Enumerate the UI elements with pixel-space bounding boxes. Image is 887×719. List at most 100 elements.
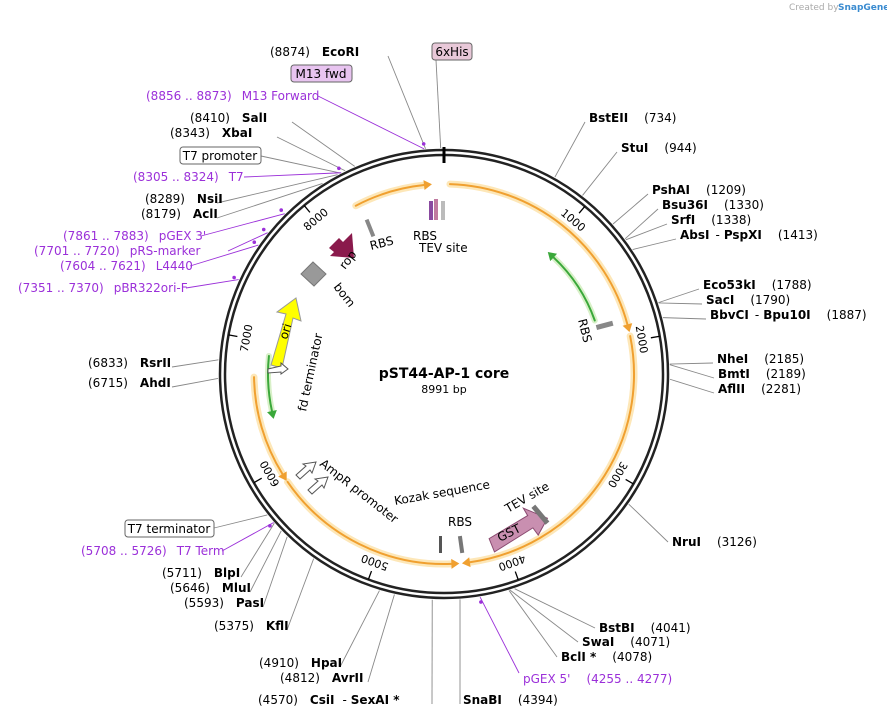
bmti-name: BmtI	[718, 367, 750, 381]
leader-bsteii	[554, 121, 586, 178]
aflii-position: (2281)	[761, 382, 801, 396]
svg-text:SacI(1790): SacI (1790)	[706, 293, 790, 307]
absi-separator: -	[715, 228, 719, 242]
t7-terminator-box	[124, 519, 215, 538]
6xhis-label: 6xHis	[435, 45, 468, 59]
leader-xbai	[276, 136, 346, 172]
leader-eco53ki	[658, 288, 700, 304]
primer-labels: (8856 .. 8873)M13 Forward (8305 .. 8324)…	[18, 89, 672, 686]
leader-avrii	[367, 594, 395, 683]
leader-swai	[509, 589, 579, 643]
label-t7-promoter[interactable]: T7 promoter	[179, 146, 262, 165]
leader-bmti	[669, 364, 715, 379]
saci-position: (1790)	[750, 293, 790, 307]
mlui-position: (5646)	[170, 581, 210, 595]
svg-text:AbsI-PspXI(1413): AbsI-PspXI(1413)	[680, 228, 818, 242]
pgex5-name: pGEX 5'	[523, 672, 570, 686]
hpai-position: (4910)	[259, 656, 299, 670]
primer-site-m13-forward	[421, 142, 426, 146]
blpi-position: (5711)	[162, 566, 202, 580]
orf-3-head	[451, 558, 460, 569]
stui-name: StuI	[621, 141, 648, 155]
leader-ecori	[387, 55, 426, 149]
svg-text:(5646)MluI: (5646) MluI	[170, 581, 251, 595]
bsteii-name: BstEII	[589, 111, 628, 125]
label-t7-terminator[interactable]: T7 terminator	[124, 519, 215, 538]
label-6xhis[interactable]: 6xHis	[431, 42, 473, 61]
svg-text:Bsu36I(1330): Bsu36I(1330)	[662, 198, 764, 212]
primer-site-prs-marker	[261, 227, 266, 232]
primer-leader-prs-marker	[227, 232, 268, 252]
feature-bom[interactable]: bom	[300, 261, 358, 310]
svg-text:(8874)EcoRI: (8874)EcoRI	[270, 45, 359, 59]
green-orf-1-glow	[550, 254, 598, 324]
l4440-range: (7604 .. 7621)	[60, 259, 146, 273]
ampr-promoter-arrow-1	[295, 461, 317, 480]
rsrii-position: (6833)	[88, 356, 128, 370]
rbs-top-label: RBS	[413, 229, 437, 243]
bbvci-name: BbvCI	[710, 308, 749, 322]
pgex3-name: pGEX 3'	[159, 229, 206, 243]
absi-position: (1413)	[778, 228, 818, 242]
rbs-top-left-box	[364, 218, 376, 238]
feature-rbs-right[interactable]: RBS	[575, 317, 614, 344]
plasmid-name: pST44-AP-1 core	[379, 366, 510, 382]
rbs-lower-label: RBS	[448, 515, 472, 529]
leader-pasi	[262, 536, 288, 608]
bpu10i-name: Bpu10I	[763, 308, 810, 322]
gst-arrow	[488, 507, 549, 553]
t7-range: (8305 .. 8324)	[133, 170, 219, 184]
tick-label-8000: 8000	[301, 206, 331, 234]
feature-ampr-promoter[interactable]: AmpR promoter	[295, 456, 401, 526]
feature-his-tev-cluster[interactable]: RBS TEV site	[413, 199, 468, 255]
green-orf-1-head	[547, 251, 558, 262]
csii-name: CsiI	[310, 693, 335, 707]
bcli-name: BclI *	[561, 650, 597, 664]
mlui-name: MluI	[222, 581, 251, 595]
m13-fwd-box	[290, 64, 353, 83]
eco53ki-name: Eco53kI	[703, 278, 756, 292]
eco53ki-position: (1788)	[772, 278, 812, 292]
primer-site-t7-term	[268, 524, 272, 528]
nhei-name: NheI	[717, 352, 748, 366]
orf-5-glow	[352, 181, 428, 210]
orf-5-head	[423, 180, 432, 191]
orf-arcs	[250, 180, 638, 569]
saci-name: SacI	[706, 293, 734, 307]
prs-marker-name: pRS-marker	[130, 244, 201, 258]
snabi-name: SnaBI	[463, 693, 502, 707]
label-m13-fwd[interactable]: M13 fwd	[290, 64, 353, 83]
bbvci-position: (1887)	[827, 308, 867, 322]
fd-terminator-label: fd terminator	[295, 332, 325, 413]
primer-leader-pgex5	[479, 596, 520, 674]
svg-text:(5708 .. 5726)T7 Term: (5708 .. 5726)T7 Term	[81, 544, 225, 558]
tick-mark-1000	[578, 205, 586, 214]
feature-fd-terminator[interactable]: fd terminator	[267, 332, 325, 413]
feature-rop[interactable]: rop	[329, 233, 359, 272]
svg-text:(8343)XbaI: (8343)XbaI	[170, 126, 252, 140]
svg-text:(4570)CsiI-SexAI *: (4570)CsiI-SexAI *	[258, 693, 400, 707]
feature-kozak[interactable]: Kozak sequence	[393, 477, 491, 553]
pshai-position: (1209)	[706, 183, 746, 197]
feature-ori[interactable]: ori	[270, 297, 302, 369]
rbs-top-left-label: RBS	[368, 234, 395, 253]
svg-text:AflII(2281): AflII(2281)	[718, 382, 801, 396]
pshai-name: PshAI	[652, 183, 690, 197]
feature-rbs-top-left[interactable]: RBS	[364, 218, 395, 253]
primer-site-t7	[337, 166, 341, 171]
primer-site-l4440	[252, 240, 257, 245]
svg-text:(4812)AvrII: (4812)AvrII	[280, 671, 363, 685]
bstbi-name: BstBI	[599, 621, 635, 635]
m13-forward-name: M13 Forward	[242, 89, 320, 103]
feature-rbs-lower[interactable]: RBS	[448, 515, 472, 554]
svg-text:(7701 .. 7720)pRS-marker: (7701 .. 7720)pRS-marker	[34, 244, 200, 258]
leader-ahdi	[171, 378, 219, 388]
ori-label: ori	[276, 322, 294, 341]
xbai-position: (8343)	[170, 126, 210, 140]
tev-site-top-label: TEV site	[418, 241, 468, 255]
t7-name: T7	[228, 170, 244, 184]
leader-his	[435, 59, 442, 149]
primer-leader-t7	[243, 172, 342, 178]
t7-term-name: T7 Term	[176, 544, 225, 558]
